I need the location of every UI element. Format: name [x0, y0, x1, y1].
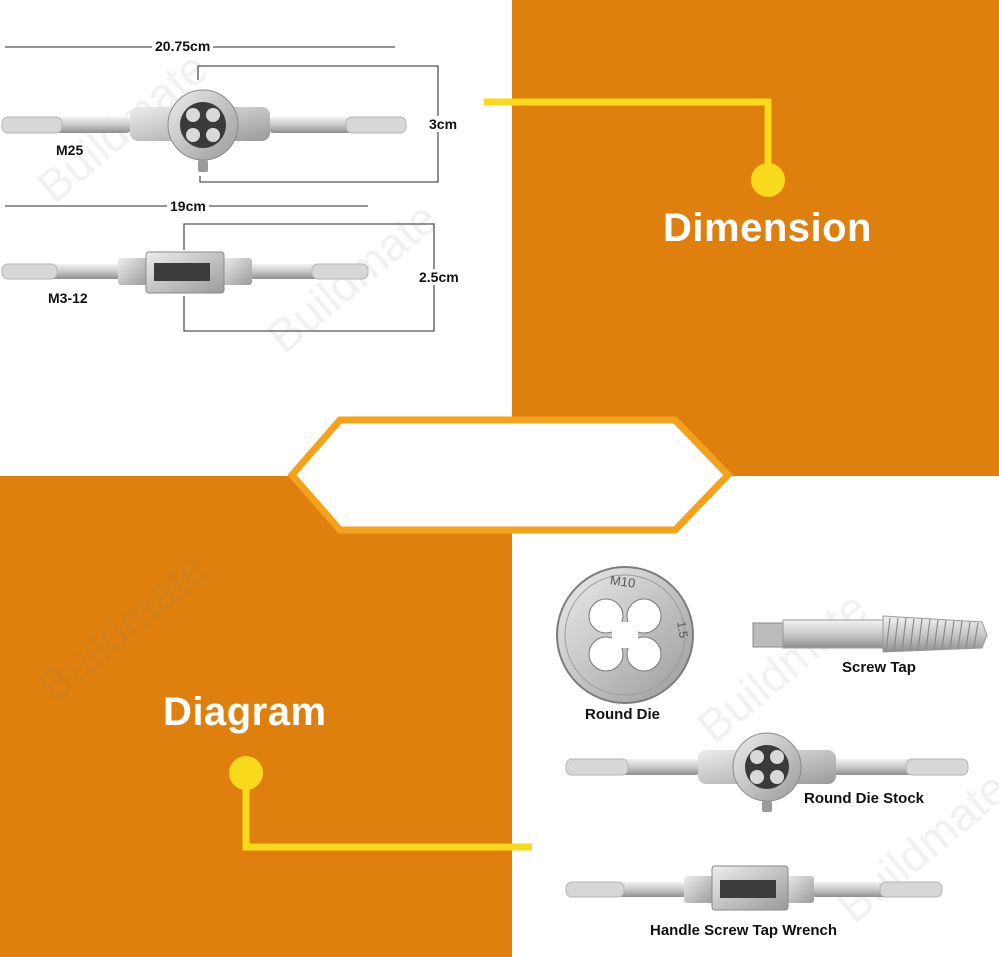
m25-height-label: 3cm	[426, 116, 461, 132]
die-pitch-marking: 1.5	[674, 620, 691, 639]
tap-wrench-illustration	[565, 865, 943, 911]
round-die-stock-illustration	[565, 732, 969, 812]
round-die-illustration: M10 1.5	[556, 566, 694, 704]
diagram-heading: Diagram	[163, 690, 327, 734]
bottom-left-orange-panel	[0, 476, 512, 957]
screw-tap-illustration	[752, 615, 988, 653]
center-hexagon-banner	[287, 416, 733, 534]
m3-12-tap-wrench	[1, 251, 369, 294]
m25-length-label: 20.75cm	[152, 38, 214, 54]
m3-12-length-label: 19cm	[167, 198, 209, 214]
diagram-connector-dot	[229, 756, 263, 790]
top-right-orange-panel	[512, 0, 999, 476]
m25-model-label: M25	[56, 142, 84, 158]
dimension-connector-dot	[751, 163, 785, 197]
m25-die-stock	[1, 89, 407, 172]
m3-12-height-label: 2.5cm	[416, 269, 462, 285]
tap-wrench-label: Handle Screw Tap Wrench	[650, 922, 837, 939]
dimension-heading: Dimension	[663, 206, 872, 250]
die-size-marking: M10	[609, 572, 636, 590]
diagram-connector	[242, 775, 532, 851]
dimension-connector	[484, 98, 772, 178]
screw-tap-label: Screw Tap	[842, 659, 916, 676]
round-die-label: Round Die	[585, 706, 660, 723]
m3-12-model-label: M3-12	[48, 290, 88, 306]
round-die-stock-label: Round Die Stock	[804, 790, 925, 807]
